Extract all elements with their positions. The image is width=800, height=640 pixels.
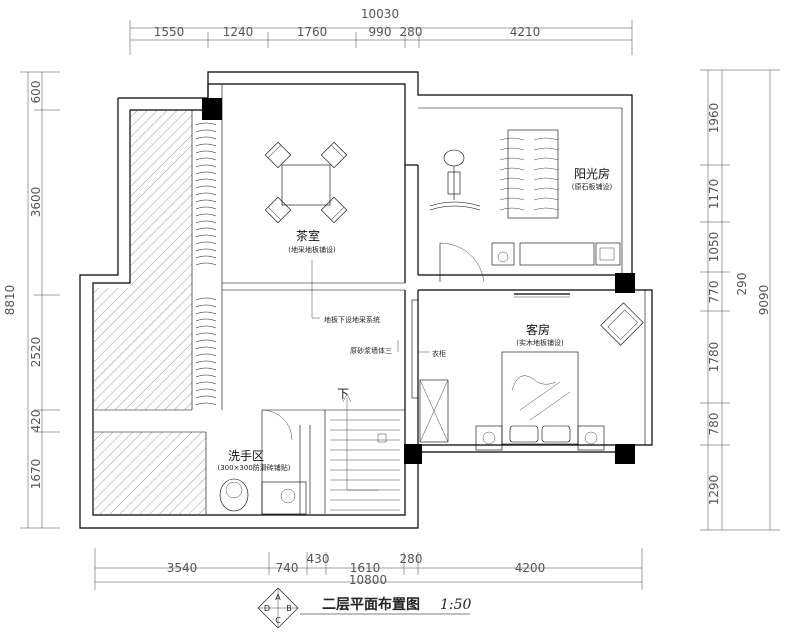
sun-room-note: (原石板铺设) [572,182,613,191]
cabinet-note: 衣柜 [432,349,446,358]
right-dim-3: 1050 [707,232,721,263]
floor-heating-note: 地板下设地采系统 [324,315,380,324]
bottom-dim-1: 3540 [167,561,198,575]
exercise-bike [429,149,481,211]
drawing-title: 二层平面布置图 [322,596,420,613]
tea-room-note: (地采地板铺设) [288,245,336,254]
tea-table-set [264,141,348,224]
top-dim-4: 990 [369,25,392,39]
door-swings [261,242,485,441]
right-dim-2: 1170 [707,179,721,210]
drying-rack [499,129,559,219]
top-dim-3: 1760 [297,25,328,39]
bottom-dim-6: 4200 [515,561,546,575]
bottom-dim-5: 280 [400,552,423,566]
right-dim-7: 1290 [707,475,721,506]
bottom-dim-3: 430 [307,552,330,566]
top-dim-2: 1240 [223,25,254,39]
top-dimension-line: 10030 1550 1240 1760 990 280 4210 [129,7,633,55]
section-bubble-icon: A B C D [257,587,299,629]
left-dim-3: 2520 [29,337,43,368]
bottom-total-dim: 10800 [349,573,387,587]
top-dim-6: 4210 [510,25,541,39]
bottom-dim-4: 1610 [350,561,381,575]
sun-room-label: 阳光房 [574,166,610,181]
leader-lines [311,260,430,353]
bubble-letter-c: C [275,616,281,625]
right-total-dim: 9090 [757,285,771,316]
wall-note: 原砂浆墙体三 [350,346,392,355]
right-extra-dim: 290 [735,273,749,296]
left-total-dim: 8810 [3,285,17,316]
bottom-dim-2: 740 [276,561,299,575]
bubble-letter-d: D [264,604,270,613]
guest-room-label: 客房 [526,322,550,337]
washroom-fixtures [219,478,307,515]
bottom-dimension-line: 3540 740 430 1610 280 4200 10800 [94,548,643,590]
bubble-letter-a: A [275,593,281,602]
right-dim-5: 1780 [707,342,721,373]
top-total-dim: 10030 [361,7,399,21]
guest-room-furniture [411,293,644,451]
left-dim-1: 600 [29,81,43,104]
top-dim-1: 1550 [154,25,185,39]
top-dim-5: 280 [400,25,423,39]
guest-room-note: (实木地板铺设) [516,338,564,347]
wash-area-label: 洗手区 [228,449,264,463]
tea-room-label: 茶室 [296,228,320,243]
staircase [330,393,400,511]
right-dim-6: 780 [707,413,721,436]
wash-area-note: (300×300防滑砖铺贴) [217,463,290,472]
right-dim-1: 1960 [707,103,721,134]
left-dimension-line: 8810 600 3600 2520 420 1670 [3,71,60,529]
building-walls [79,71,653,529]
stair-down-label: 下 [337,387,349,401]
left-dim-4: 420 [29,410,43,433]
left-dim-2: 3600 [29,187,43,218]
drawing-scale: 1:50 [440,597,472,613]
left-dim-5: 1670 [29,459,43,490]
bubble-letter-b: B [286,604,292,613]
washer-sink-counter [491,242,621,266]
wardrobe-hangers [195,122,217,406]
drawing-title-block: A B C D 二层平面布置图 1:50 [257,587,472,629]
right-dimension-line: 1960 1170 1050 770 1780 780 1290 290 909… [700,69,780,531]
right-dim-4: 770 [707,281,721,304]
